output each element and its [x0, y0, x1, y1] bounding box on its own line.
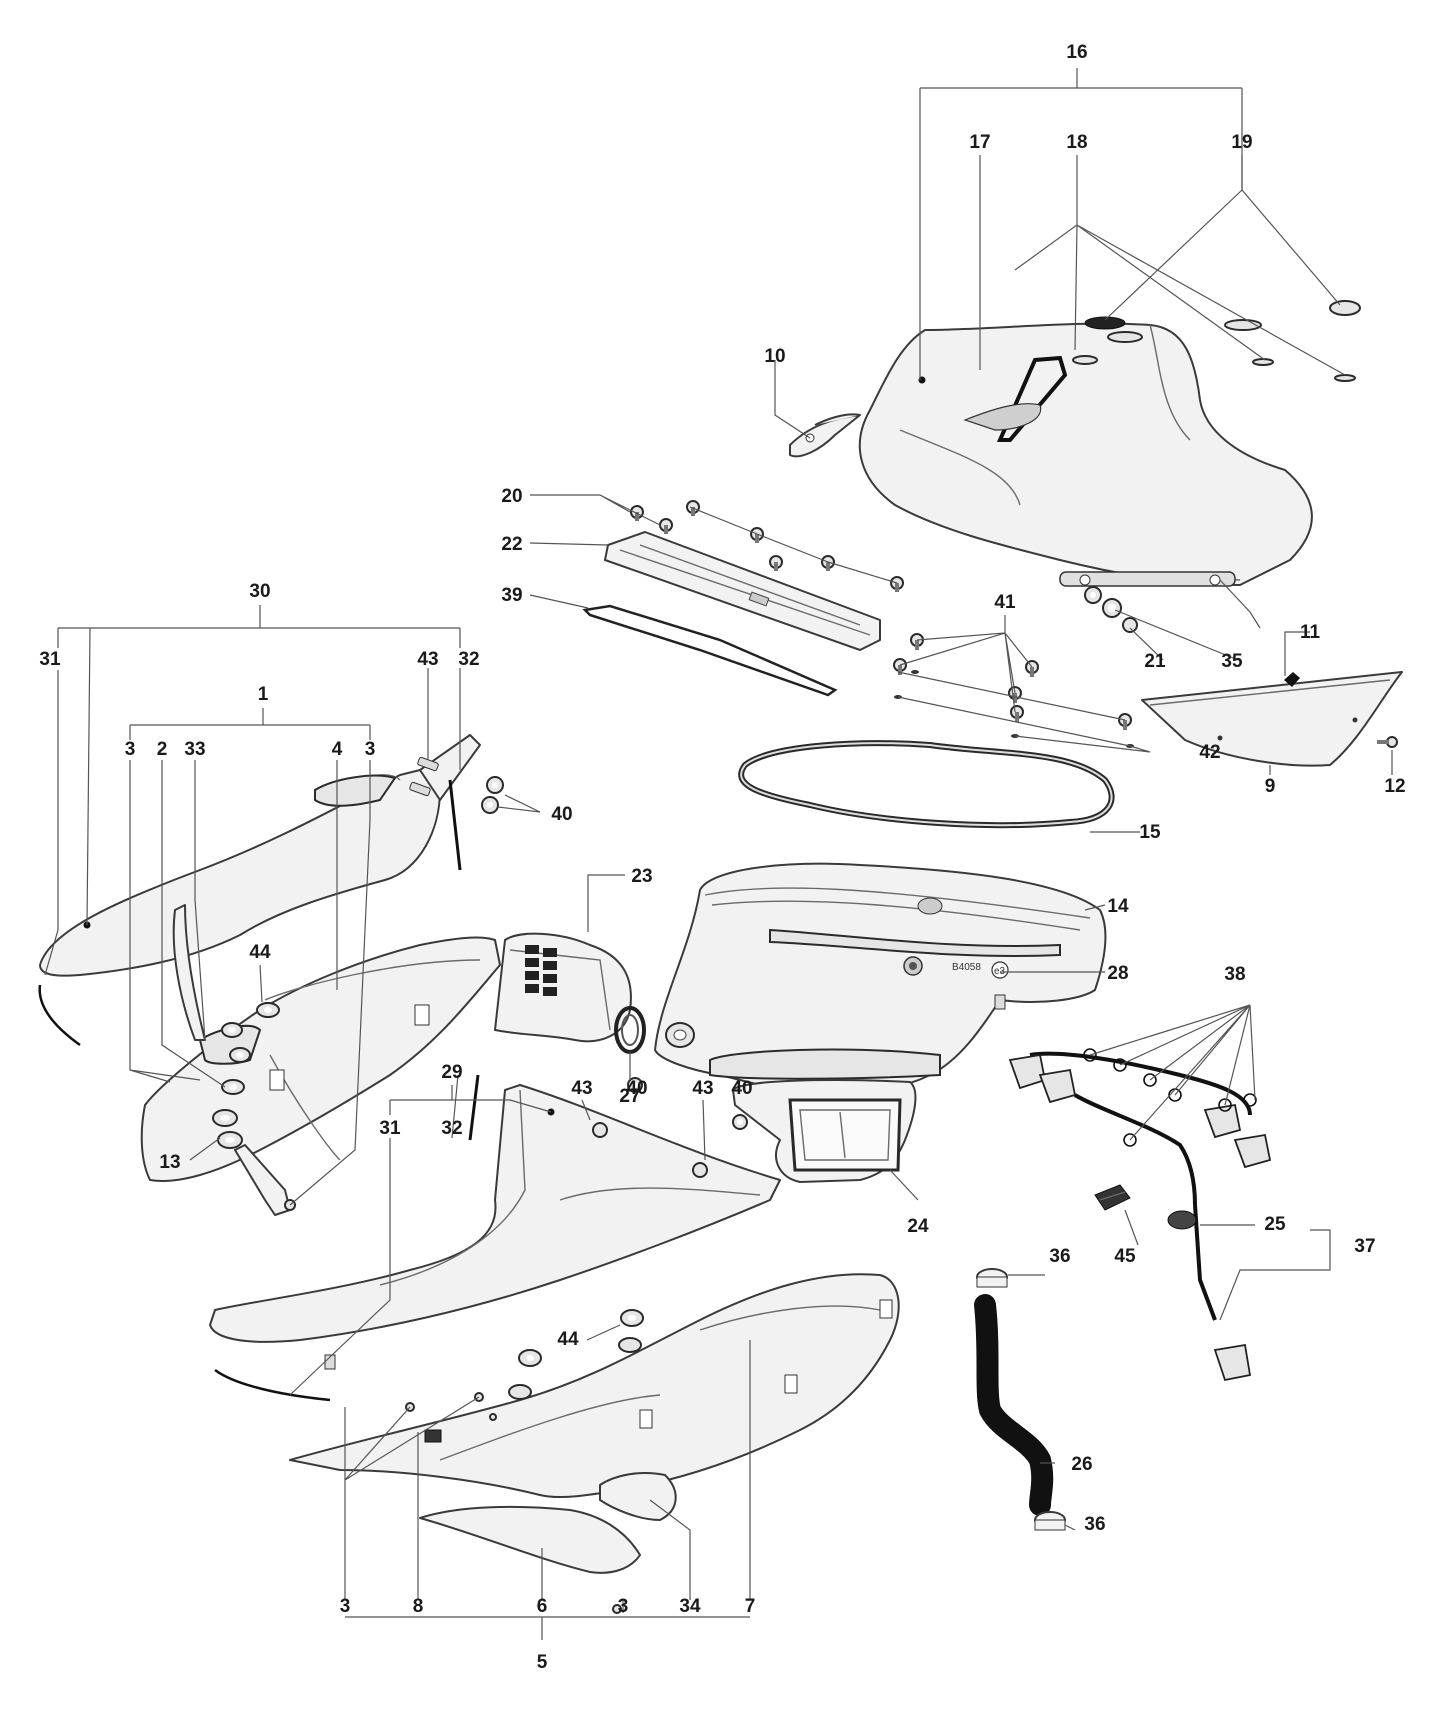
callout-42: 42	[1199, 742, 1220, 763]
grommet-set-18-19	[1072, 300, 1361, 382]
callout-17: 17	[969, 132, 990, 153]
leader-lines	[44, 68, 1393, 1640]
callout-38: 38	[1224, 964, 1245, 985]
screw-12	[1377, 736, 1398, 748]
panel-assembly-29	[209, 1074, 781, 1402]
callout-19: 19	[1231, 132, 1252, 153]
hose-26	[974, 1294, 1054, 1516]
panel-7	[289, 1273, 900, 1499]
callout-1: 1	[258, 684, 269, 705]
callout-39: 39	[501, 585, 522, 606]
gasket-15	[738, 740, 1115, 829]
wiring-harness-38	[1008, 1048, 1272, 1382]
callout-40-lower-b: 40	[731, 1078, 752, 1099]
callout-41: 41	[994, 592, 1016, 613]
callout-14: 14	[1107, 896, 1129, 917]
callout-5: 5	[537, 1652, 548, 1673]
callout-22: 22	[501, 534, 522, 555]
callout-43-lower-a: 43	[571, 1078, 592, 1099]
callout-31-lower: 31	[379, 1118, 401, 1139]
callout-3-c: 3	[340, 1596, 351, 1617]
clip-45	[1094, 1184, 1131, 1211]
callout-2: 2	[157, 739, 168, 760]
clamps-36	[976, 1268, 1066, 1531]
callout-8: 8	[413, 1596, 424, 1617]
grommets-44-lower	[508, 1309, 644, 1400]
trim-piece-10	[789, 413, 861, 458]
callout-33: 33	[184, 739, 205, 760]
seal-39	[582, 604, 838, 697]
nuts-40-top	[481, 776, 504, 814]
screws-3-lower	[405, 1392, 622, 1614]
callout-25: 25	[1264, 1214, 1286, 1235]
callout-9: 9	[1265, 776, 1276, 797]
bracket-lower-left	[234, 1144, 296, 1216]
callout-21: 21	[1144, 651, 1166, 672]
approval-mark-text: e3	[994, 966, 1006, 977]
panel-6	[419, 1505, 641, 1574]
panel-34	[599, 1472, 677, 1521]
callout-3-a: 3	[125, 739, 136, 760]
callout-23: 23	[631, 866, 652, 887]
callout-27: 27	[619, 1086, 640, 1107]
callout-15: 15	[1139, 822, 1161, 843]
callout-32-top: 32	[458, 649, 479, 670]
panel-assembly-30	[38, 734, 481, 1047]
callout-43-top: 43	[417, 649, 438, 670]
bolt-11	[1284, 672, 1300, 687]
callout-36-bottom: 36	[1084, 1514, 1105, 1535]
callout-10: 10	[764, 346, 785, 367]
callout-45: 45	[1114, 1246, 1136, 1267]
grille-22	[604, 531, 881, 651]
callout-4: 4	[332, 739, 343, 760]
callout-18: 18	[1066, 132, 1087, 153]
tank-cover-part	[858, 322, 1313, 587]
callout-3-d: 3	[618, 1596, 629, 1617]
callout-29: 29	[441, 1062, 462, 1083]
callout-37: 37	[1354, 1236, 1375, 1257]
callout-16: 16	[1066, 42, 1087, 63]
nuts-40-lower	[627, 1077, 748, 1130]
callout-3-b: 3	[365, 739, 376, 760]
callout-26: 26	[1071, 1454, 1092, 1475]
washers-21-35	[1084, 586, 1138, 633]
callout-36-top: 36	[1049, 1246, 1070, 1267]
callout-35: 35	[1221, 651, 1243, 672]
airbox-marking-text: B4058	[952, 962, 981, 973]
callout-44-upper: 44	[249, 942, 271, 963]
airbox-14-28: B4058 e3	[654, 862, 1107, 1093]
callout-30: 30	[249, 581, 270, 602]
callout-40-top: 40	[551, 804, 572, 825]
callout-43-lower-b: 43	[692, 1078, 713, 1099]
callout-44-lower: 44	[557, 1329, 579, 1350]
callout-34: 34	[679, 1596, 701, 1617]
callout-20: 20	[501, 486, 522, 507]
grommets-44-left	[221, 1002, 280, 1095]
callout-40-lower-a: 40	[626, 1078, 647, 1099]
callout-31-top: 31	[39, 649, 61, 670]
callout-32-lower: 32	[441, 1118, 462, 1139]
callout-12: 12	[1384, 776, 1405, 797]
screws-41	[893, 633, 1134, 748]
intake-duct-23	[494, 932, 632, 1043]
callout-13: 13	[159, 1152, 180, 1173]
callout-7: 7	[745, 1596, 756, 1617]
callout-11: 11	[1300, 622, 1321, 643]
callout-6: 6	[537, 1596, 548, 1617]
callout-24: 24	[907, 1216, 929, 1237]
callout-28: 28	[1107, 963, 1128, 984]
callout-labels: 16 17 18 19 10 20 22 39 41 11 21 35 42 9…	[39, 42, 1405, 1673]
side-panel-9	[1141, 671, 1403, 767]
screw-43-top-left	[409, 756, 439, 797]
intake-24	[732, 1079, 917, 1183]
